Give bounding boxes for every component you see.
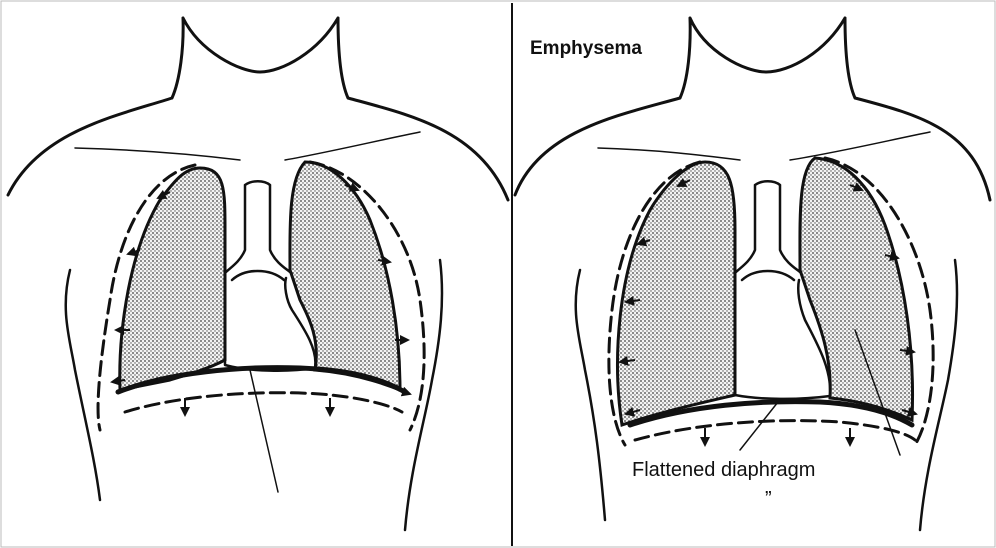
left-body-outline <box>8 18 508 200</box>
left-diaphragm-dashed <box>125 393 402 412</box>
left-lung-left <box>290 162 400 390</box>
right-lung-left <box>800 158 913 420</box>
right-pointer-line-1 <box>740 402 778 450</box>
left-collar-line <box>75 132 420 160</box>
ditto-mark: ” <box>765 488 772 510</box>
emphysema-title: Emphysema <box>530 38 642 59</box>
left-pointer-line <box>250 370 278 492</box>
right-panel-emphysema <box>515 18 990 530</box>
right-collar-line <box>598 132 930 160</box>
right-diaphragm-dashed <box>635 421 915 440</box>
right-trachea <box>736 181 800 280</box>
left-lung-right <box>120 168 225 390</box>
right-lung-right <box>618 162 735 425</box>
flattened-diaphragm-label: Flattened diaphragm <box>632 459 815 481</box>
left-trachea <box>226 181 290 280</box>
left-panel-normal-chest <box>8 18 508 530</box>
